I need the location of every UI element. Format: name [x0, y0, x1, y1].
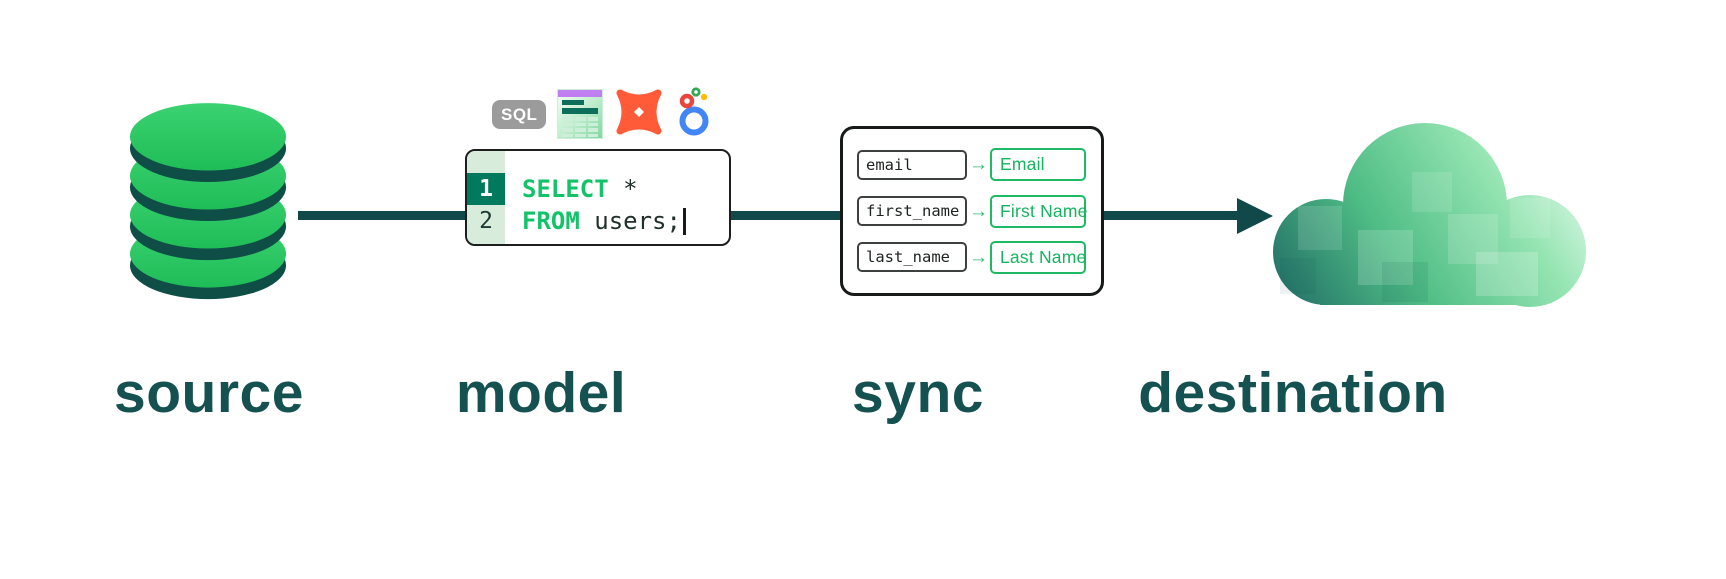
flow-line-sync-destination — [1101, 211, 1241, 220]
sql-code-block: 1 2 SELECT * FROM users; — [465, 149, 731, 246]
source-field-box: last_name — [857, 242, 967, 273]
line-number: 2 — [479, 208, 493, 234]
line-number-gutter: 1 2 — [467, 151, 505, 244]
stage-label-destination: destination — [1138, 361, 1448, 425]
flow-line-model-sync — [729, 211, 842, 220]
mapping-arrow-icon: → — [969, 200, 988, 222]
source-field-box: email — [857, 149, 967, 180]
text-cursor — [682, 207, 686, 235]
line-number: 1 — [467, 173, 505, 205]
sql-badge: SQL — [492, 99, 547, 129]
dbt-icon — [614, 87, 664, 142]
cloud-icon — [1262, 110, 1594, 313]
mapping-row: first_name → First Name — [857, 194, 1087, 228]
mapping-arrow-icon: → — [969, 246, 988, 268]
destination-field-box: First Name — [990, 194, 1087, 228]
stage-label-model: model — [455, 361, 627, 425]
model-tool-icons: SQL — [492, 86, 715, 143]
mapping-arrow-icon: → — [969, 154, 988, 176]
looker-icon — [675, 86, 715, 143]
sql-keyword: SELECT — [522, 175, 609, 203]
mapping-row: email → Email — [857, 148, 1087, 182]
sql-text: users; — [579, 207, 681, 235]
database-icon — [116, 96, 300, 305]
destination-field-box: Last Name — [990, 240, 1086, 274]
stage-label-sync: sync — [852, 361, 984, 425]
code-line-2: FROM users; — [522, 205, 686, 237]
code-lines: SELECT * FROM users; — [505, 151, 686, 244]
sync-mapping-box: email → Email first_name → First Name la… — [840, 126, 1104, 296]
flow-line-source-model — [298, 211, 470, 220]
sql-keyword: FROM — [522, 207, 580, 235]
sql-text: * — [608, 175, 638, 203]
source-field-box: first_name — [857, 196, 967, 226]
arrow-right-icon — [1237, 198, 1273, 234]
destination-field-box: Email — [990, 148, 1086, 182]
spreadsheet-icon — [557, 89, 604, 139]
code-line-1: SELECT * — [522, 173, 686, 205]
mapping-row: last_name → Last Name — [857, 240, 1087, 274]
stage-label-source: source — [114, 361, 304, 425]
